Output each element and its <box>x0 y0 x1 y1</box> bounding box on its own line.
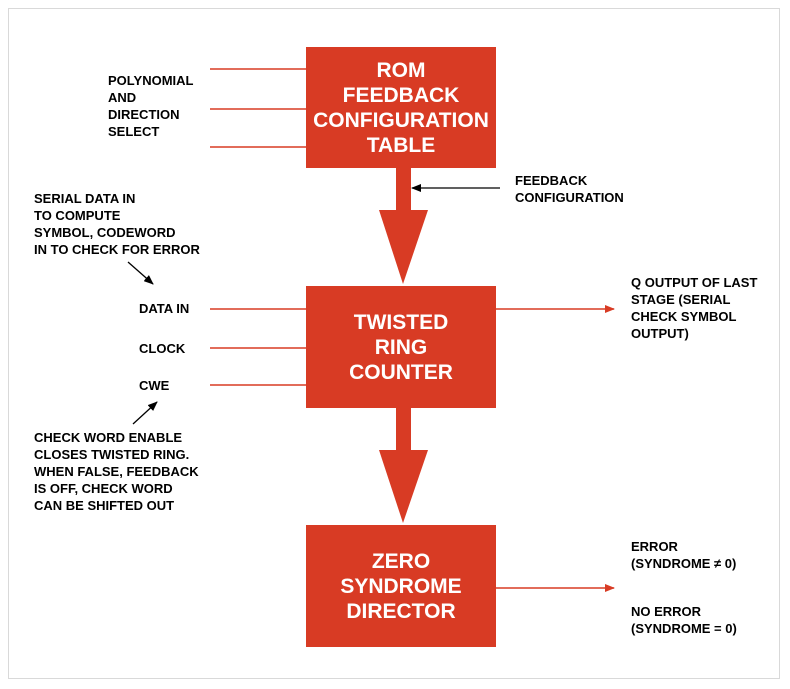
no-error-line-2: (SYNDROME = 0) <box>631 621 737 636</box>
rom-line-3: CONFIGURATION <box>313 108 489 132</box>
counter-line-2: RING <box>374 335 428 359</box>
feedback-configuration-label: FEEDBACK CONFIGURATION <box>515 172 624 206</box>
no-error-line-1: NO ERROR <box>631 604 702 619</box>
poly-line-2: AND <box>108 90 137 105</box>
polynomial-select-label: POLYNOMIAL AND DIRECTION SELECT <box>108 72 193 140</box>
twisted-ring-counter-block: TWISTED RING COUNTER <box>306 286 496 408</box>
cwe-note-line-2: CLOSES TWISTED RING. <box>34 447 190 462</box>
cwe-note-line-5: CAN BE SHIFTED OUT <box>34 498 175 513</box>
rom-feedback-table-block: ROM FEEDBACK CONFIGURATION TABLE <box>306 47 496 168</box>
director-line-1: ZERO <box>371 549 431 573</box>
cwe-label: CWE <box>139 378 170 393</box>
fb-line-1: FEEDBACK <box>515 173 588 188</box>
q-output-label: Q OUTPUT OF LAST STAGE (SERIAL CHECK SYM… <box>631 274 757 342</box>
cwe-note-line-3: WHEN FALSE, FEEDBACK <box>34 464 199 479</box>
director-line-3: DIRECTOR <box>346 599 456 623</box>
fb-line-2: CONFIGURATION <box>515 190 624 205</box>
clock-label: CLOCK <box>139 341 186 356</box>
counter-line-3: COUNTER <box>349 360 453 384</box>
serial-line-3: SYMBOL, CODEWORD <box>34 225 176 240</box>
cwe-note-line-1: CHECK WORD ENABLE <box>34 430 183 445</box>
error-label: ERROR (SYNDROME ≠ 0) <box>631 538 736 572</box>
q-line-1: Q OUTPUT OF LAST <box>631 275 758 290</box>
rom-line-4: TABLE <box>366 133 436 157</box>
cwe-note-pointer <box>132 401 158 425</box>
zero-syndrome-director-block: ZERO SYNDROME DIRECTOR <box>306 525 496 647</box>
error-line-1: ERROR <box>631 539 678 554</box>
rom-line-2: FEEDBACK <box>342 83 460 107</box>
q-line-4: OUTPUT) <box>631 326 689 341</box>
error-line-2: (SYNDROME ≠ 0) <box>631 556 737 571</box>
rom-to-counter-arrowhead <box>379 210 428 284</box>
serial-data-pointer <box>127 261 154 285</box>
counter-line-1: TWISTED <box>353 310 449 334</box>
cwe-note-label: CHECK WORD ENABLE CLOSES TWISTED RING. W… <box>34 429 199 514</box>
poly-line-3: DIRECTION <box>108 107 180 122</box>
serial-line-1: SERIAL DATA IN <box>34 191 136 206</box>
serial-data-label: SERIAL DATA IN TO COMPUTE SYMBOL, CODEWO… <box>34 190 200 258</box>
rom-to-counter-shaft <box>396 168 411 212</box>
counter-to-director-shaft <box>396 408 411 452</box>
serial-line-4: IN TO CHECK FOR ERROR <box>34 242 200 257</box>
counter-to-director-arrowhead <box>379 450 428 523</box>
poly-line-1: POLYNOMIAL <box>108 73 194 88</box>
rom-line-1: ROM <box>376 58 426 82</box>
cwe-note-line-4: IS OFF, CHECK WORD <box>34 481 173 496</box>
diagram-frame <box>8 8 780 679</box>
no-error-label: NO ERROR (SYNDROME = 0) <box>631 603 737 637</box>
q-line-3: CHECK SYMBOL <box>631 309 737 324</box>
poly-line-4: SELECT <box>108 124 160 139</box>
serial-line-2: TO COMPUTE <box>34 208 121 223</box>
data-in-label: DATA IN <box>139 301 190 316</box>
director-line-2: SYNDROME <box>340 574 462 598</box>
q-line-2: STAGE (SERIAL <box>631 292 731 307</box>
